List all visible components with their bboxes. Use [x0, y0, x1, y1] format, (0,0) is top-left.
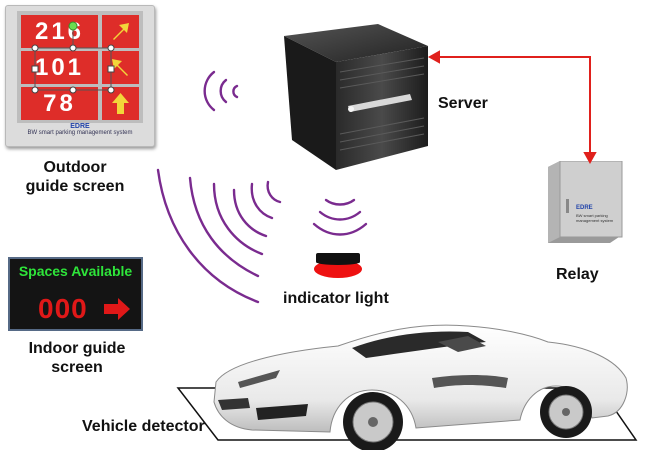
- guide-sign-panel: 216 101 78: [17, 11, 143, 123]
- relay-box: EDRE BW smart parking management system: [546, 160, 624, 245]
- outdoor-brand: EDRE BW smart parking management system: [24, 123, 136, 143]
- selection-handles: [31, 21, 115, 94]
- outdoor-guide-screen: 216 101 78 EDRE BW smart parking managem…: [5, 5, 155, 147]
- relay-brand-caption: BW smart parking management system: [576, 213, 614, 223]
- outdoor-brand-logo: EDRE: [70, 123, 90, 130]
- outdoor-brand-caption: BW smart parking management system: [27, 130, 133, 136]
- signal-waves-indicator: [312, 198, 368, 236]
- server-unit: [282, 22, 430, 172]
- indoor-guide-screen-label: Indoor guide screen: [28, 340, 126, 376]
- arrow-right-icon: [104, 298, 130, 320]
- signal-waves-main: [156, 168, 282, 304]
- relay-brand-logo: EDRE: [576, 205, 593, 211]
- relay-label: Relay: [556, 266, 599, 283]
- arrow-up-right-icon: [102, 15, 139, 48]
- arrow-up-left-icon: [102, 51, 139, 84]
- spaces-available-title: Spaces Available: [18, 263, 133, 279]
- indicator-light-label: indicator light: [283, 290, 389, 307]
- outdoor-guide-screen-label: Outdoor guide screen: [25, 159, 125, 195]
- arrow-up-icon: [102, 87, 139, 120]
- spaces-count: 000: [38, 293, 88, 324]
- car-illustration: [168, 312, 646, 452]
- indoor-guide-screen: Spaces Available 000: [8, 257, 143, 331]
- server-label: Server: [438, 95, 488, 112]
- vehicle-detector-label: Vehicle detector: [82, 418, 205, 435]
- indicator-light: [313, 253, 363, 279]
- signal-waves-outdoor: [203, 70, 239, 112]
